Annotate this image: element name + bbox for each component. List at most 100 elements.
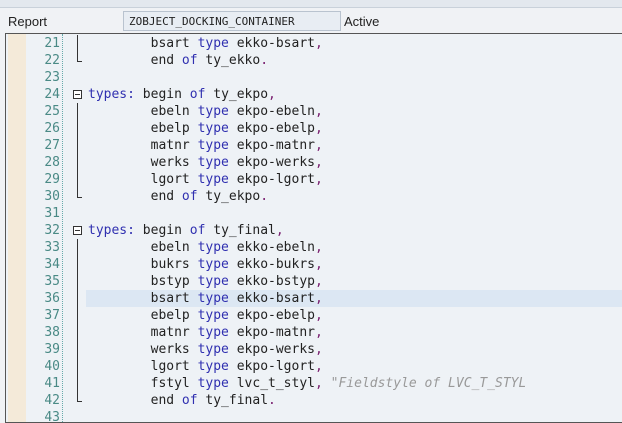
keyword-token: type [197, 104, 229, 119]
fold-guide-line [77, 52, 82, 62]
identifier-token: ty_final [197, 393, 269, 408]
keyword-token: of [181, 393, 198, 408]
code-text: ebeln type ekko-ebeln, [86, 239, 622, 256]
code-line[interactable]: 22 end of ty_ekko. [6, 52, 622, 69]
comment-token: "Fieldstyle of LVC_T_STYL [322, 376, 527, 391]
identifier-token: bsart [88, 291, 198, 306]
code-line[interactable]: 25 ebeln type ekpo-ebeln, [6, 103, 622, 120]
fold-guide-line [77, 103, 78, 120]
code-line[interactable]: 39 werks type ekpo-werks, [6, 341, 622, 358]
code-text [86, 69, 622, 86]
line-number: 28 [44, 155, 60, 170]
line-number: 39 [44, 342, 60, 357]
identifier-token: lgort [88, 359, 198, 374]
fold-guide-line [77, 239, 78, 256]
code-line[interactable]: 36 bsart type ekko-bsart, [6, 290, 622, 307]
keyword-token: type [197, 274, 229, 289]
keyword-token: type [197, 342, 229, 357]
line-number: 40 [44, 359, 60, 374]
code-line[interactable]: 28 werks type ekpo-werks, [6, 154, 622, 171]
line-number: 23 [44, 70, 60, 85]
code-line[interactable]: 38 matnr type ekpo-matnr, [6, 324, 622, 341]
identifier-token: ebelp [88, 121, 198, 136]
program-name-field[interactable]: ZOBJECT_DOCKING_CONTAINER [123, 11, 341, 31]
identifier-token: werks [88, 155, 198, 170]
code-text: werks type ekpo-werks, [86, 154, 622, 171]
keyword-token: type [197, 138, 229, 153]
fold-guide-line [77, 324, 78, 341]
code-line[interactable]: 37 ebelp type ekpo-ebelp, [6, 307, 622, 324]
identifier-token: end [88, 53, 182, 68]
code-line[interactable]: 34 bukrs type ekko-bukrs, [6, 256, 622, 273]
fold-guide-line [77, 273, 78, 290]
code-text: bsart type ekko-bsart, [86, 35, 622, 52]
punctuation-token: , [314, 359, 323, 374]
punctuation-token: , [314, 308, 323, 323]
identifier-token: ekpo-matnr [228, 325, 315, 340]
keyword-token: type [197, 376, 229, 391]
line-number: 36 [44, 291, 60, 306]
line-number: 37 [44, 308, 60, 323]
keyword-token: type [197, 359, 229, 374]
identifier-token: ty_ekpo [197, 189, 261, 204]
line-number: 25 [44, 104, 60, 119]
code-line[interactable]: 43 [6, 409, 622, 422]
identifier-token: ekpo-ebeln [228, 104, 315, 119]
line-number: 32 [44, 223, 60, 238]
identifier-token: ekko-bsart [228, 36, 315, 51]
fold-guide-line [77, 188, 82, 198]
code-text: end of ty_ekko. [86, 52, 622, 69]
code-line[interactable]: 40 lgort type ekpo-lgort, [6, 358, 622, 375]
identifier-token: ekpo-ebelp [228, 121, 315, 136]
collapse-block-icon[interactable] [73, 226, 82, 235]
code-text: types: begin of ty_final, [86, 222, 622, 239]
line-number: 42 [44, 393, 60, 408]
code-line[interactable]: 26 ebelp type ekpo-ebelp, [6, 120, 622, 137]
identifier-token: begin [134, 87, 190, 102]
identifier-token: ty_ekpo [205, 87, 269, 102]
breakpoint-margin[interactable] [8, 34, 26, 422]
line-number-gutter [26, 34, 63, 422]
punctuation-token: , [314, 172, 323, 187]
keyword-token: of [189, 87, 206, 102]
fold-guide-line [77, 341, 78, 358]
code-text: types: begin of ty_ekpo, [86, 86, 622, 103]
code-line[interactable]: 23 [6, 69, 622, 86]
punctuation-token: . [268, 393, 276, 408]
punctuation-token: , [314, 121, 323, 136]
fold-guide-line [77, 290, 78, 307]
code-text: ebelp type ekpo-ebelp, [86, 120, 622, 137]
code-line[interactable]: 30 end of ty_ekpo. [6, 188, 622, 205]
code-text: fstyl type lvc_t_styl, "Fieldstyle of LV… [86, 375, 622, 392]
identifier-token: ebeln [88, 240, 198, 255]
identifier-token: end [88, 393, 182, 408]
code-text: bstyp type ekko-bstyp, [86, 273, 622, 290]
code-line[interactable]: 29 lgort type ekpo-lgort, [6, 171, 622, 188]
line-number: 35 [44, 274, 60, 289]
code-line[interactable]: 21 bsart type ekko-bsart, [6, 35, 622, 52]
code-text: ebelp type ekpo-ebelp, [86, 307, 622, 324]
status-label: Active [344, 14, 380, 29]
line-number: 26 [44, 121, 60, 136]
code-line[interactable]: 32 types: begin of ty_final, [6, 222, 622, 239]
keyword-token: type [197, 36, 229, 51]
line-number: 27 [44, 138, 60, 153]
collapse-block-icon[interactable] [73, 90, 82, 99]
code-line[interactable]: 33 ebeln type ekko-ebeln, [6, 239, 622, 256]
keyword-token: type [197, 240, 229, 255]
code-text: lgort type ekpo-lgort, [86, 358, 622, 375]
identifier-token: matnr [88, 138, 198, 153]
fold-guide-line [77, 392, 82, 402]
code-line[interactable]: 35 bstyp type ekko-bstyp, [6, 273, 622, 290]
code-line[interactable]: 42 end of ty_final. [6, 392, 622, 409]
code-line[interactable]: 41 fstyl type lvc_t_styl, "Fieldstyle of… [6, 375, 622, 392]
punctuation-token: , [268, 87, 276, 102]
code-editor[interactable]: 21 bsart type ekko-bsart,22 end of ty_ek… [5, 33, 622, 423]
fold-guide-line [77, 171, 78, 188]
punctuation-token: , [314, 104, 323, 119]
keyword-token: types: [88, 87, 135, 102]
code-text: werks type ekpo-werks, [86, 341, 622, 358]
code-line[interactable]: 31 [6, 205, 622, 222]
code-line[interactable]: 27 matnr type ekpo-matnr, [6, 137, 622, 154]
